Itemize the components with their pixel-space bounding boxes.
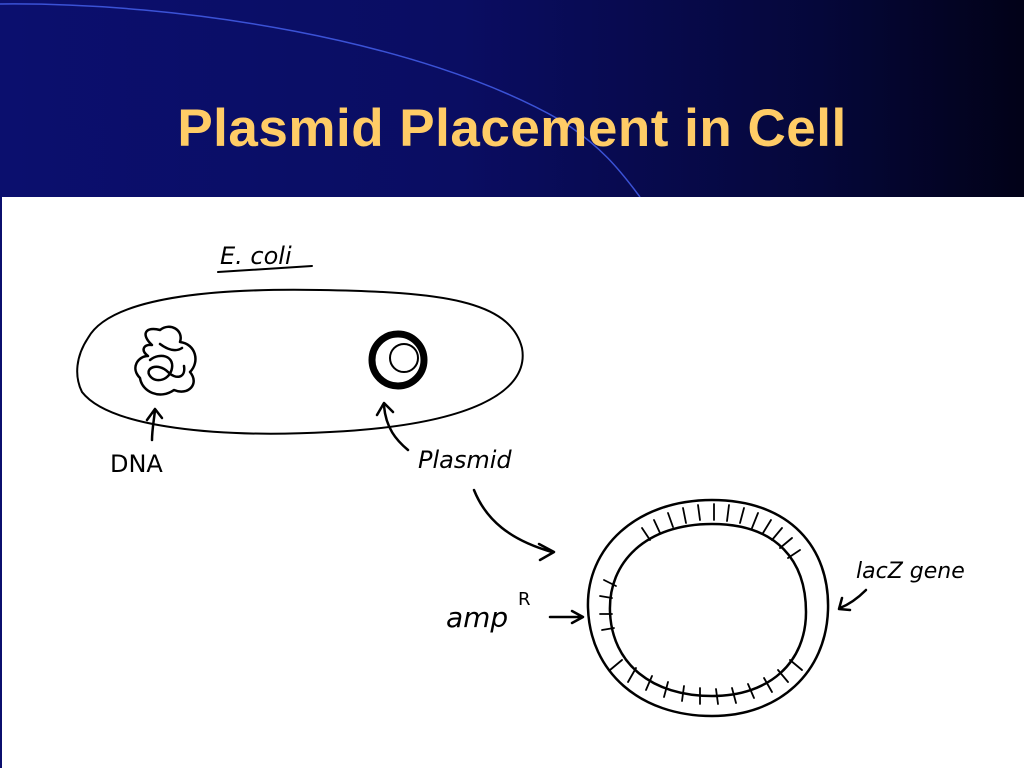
dna-label: DNA [110,450,163,478]
dna-tangle [134,325,197,396]
decorative-arc [0,3,641,197]
amp-arrow [548,609,585,625]
dna-arrow [145,407,164,442]
ring-hatching [599,503,803,705]
plasmid-label: Plasmid [418,446,512,474]
cell-label: E. coli [220,242,292,270]
title-bar: Plasmid Placement in Cell [0,0,1024,197]
left-border [0,197,2,768]
plasmid-arrow [375,401,410,452]
ecoli-cell-outline [76,288,524,435]
cell-plasmid [368,330,428,390]
enlarge-arrow [472,488,556,562]
slide-title: Plasmid Placement in Cell [177,99,847,158]
lacz-label: lacZ gene [856,559,965,584]
plasmid-diagram: E. coli DNA Plasmid amp R lacZ gene [76,242,965,718]
amp-superscript: R [518,589,531,610]
lacz-arrow [837,588,868,612]
amp-label: amp [446,601,508,634]
cell-label-underline [217,265,313,273]
plasmid-map-ring [586,498,830,718]
